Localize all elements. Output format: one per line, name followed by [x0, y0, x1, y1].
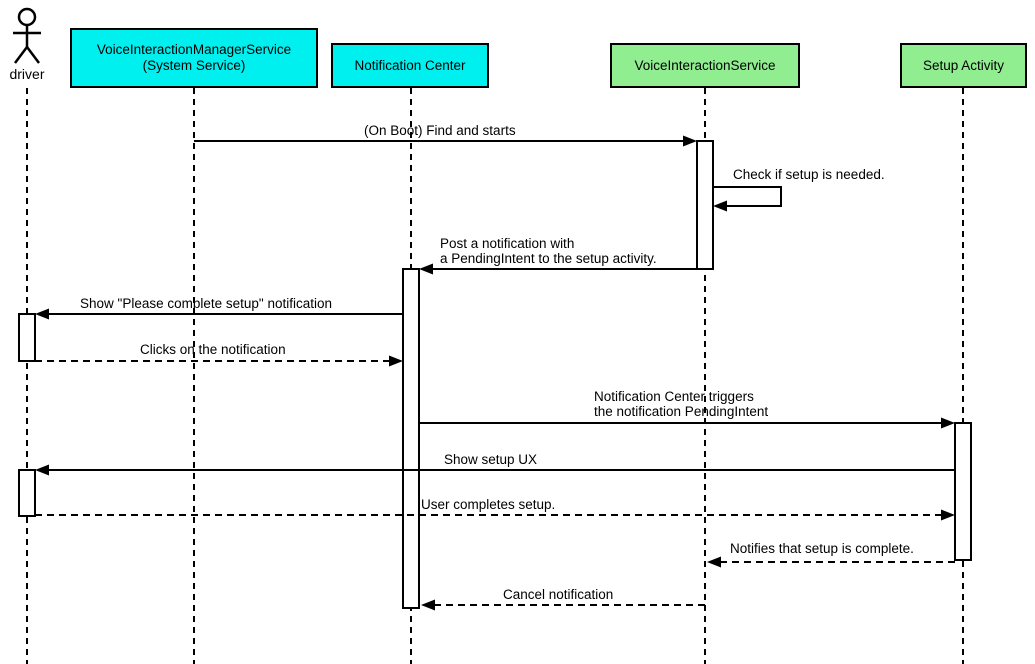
participant-label-line1: VoiceInteractionManagerService	[96, 42, 292, 57]
arrow-clicks-on-the-notification	[35, 355, 403, 367]
message-label-post-a-notification: Post a notification with a PendingIntent…	[440, 236, 657, 266]
message-label-show-please-complete-setup: Show "Please complete setup" notificatio…	[80, 296, 332, 311]
participant-voice-interaction-service: VoiceInteractionService	[610, 43, 800, 88]
activation-notification-center	[402, 268, 420, 609]
activation-setup-activity	[954, 422, 972, 561]
participant-label: Notification Center	[354, 57, 466, 73]
message-label-show-setup-ux: Show setup UX	[444, 452, 538, 467]
message-label-cancel-notification: Cancel notification	[503, 587, 614, 602]
participant-label-line2: (System Service)	[142, 58, 246, 73]
participant-setup-activity: Setup Activity	[900, 43, 1027, 88]
message-label-notifies-setup-complete: Notifies that setup is complete.	[730, 541, 914, 556]
message-label-clicks-on-the-notification: Clicks on the notification	[140, 342, 286, 357]
participant-label: VoiceInteractionService	[634, 57, 776, 73]
activation-driver-1	[18, 313, 36, 362]
message-label-check-if-setup-is-needed: Check if setup is needed.	[733, 167, 885, 182]
participant-notification-center: Notification Center	[331, 43, 489, 88]
arrow-show-setup-ux	[35, 464, 955, 476]
arrow-post-a-notification	[419, 263, 697, 275]
arrow-cancel-notification	[421, 599, 705, 611]
arrow-check-if-setup-is-needed	[713, 186, 782, 212]
message-label-notification-center-triggers: Notification Center triggers the notific…	[594, 389, 769, 419]
arrow-notifies-setup-complete	[707, 556, 955, 568]
participant-label: Setup Activity	[922, 57, 1005, 73]
message-label-user-completes-setup: User completes setup.	[421, 497, 556, 512]
arrow-notification-center-triggers-pendingintent	[419, 417, 955, 429]
arrow-show-please-complete-setup-notification	[35, 308, 403, 320]
arrow-on-boot-find-and-starts	[194, 135, 697, 147]
participant-voice-interaction-manager-service: VoiceInteractionManagerService (System S…	[70, 28, 318, 88]
actor-label: driver	[9, 66, 45, 82]
arrow-user-completes-setup	[35, 509, 955, 521]
actor-icon	[13, 7, 41, 64]
activation-driver-2	[18, 469, 36, 517]
message-label-on-boot-find-and-starts: (On Boot) Find and starts	[364, 123, 516, 138]
activation-voice-interaction-service	[696, 140, 714, 270]
